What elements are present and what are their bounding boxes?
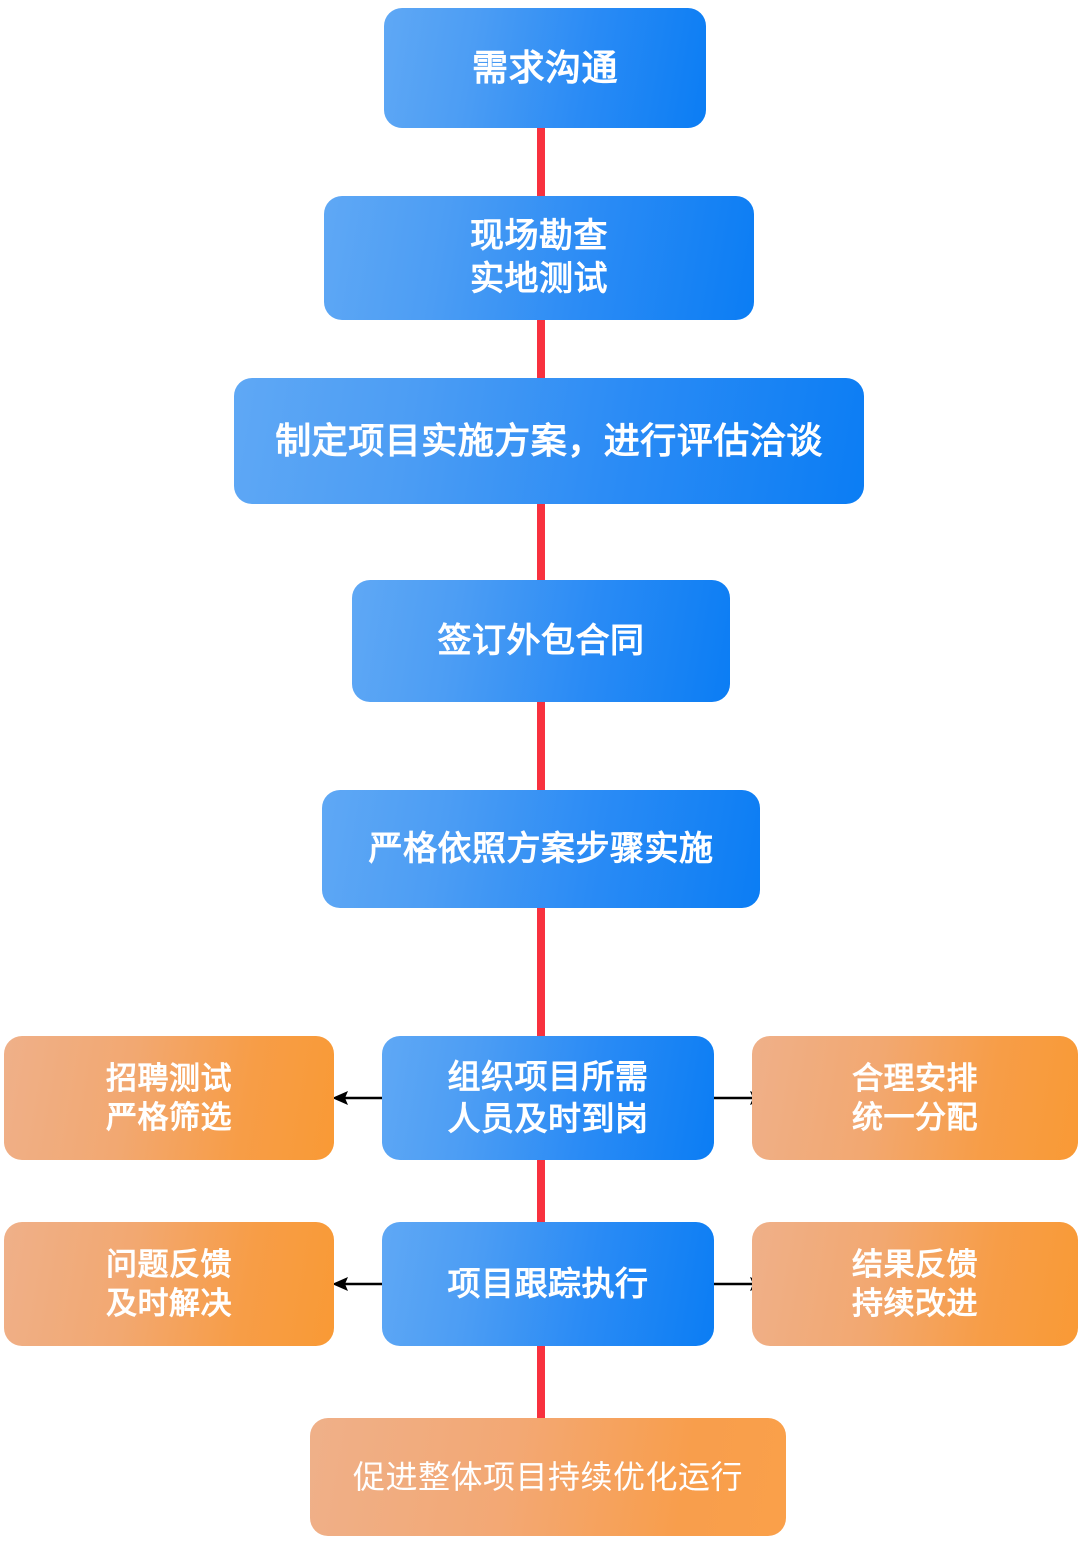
arrow-left-staff [330, 1087, 388, 1109]
connector-spine-3 [537, 500, 545, 584]
connector-spine-6 [537, 1155, 545, 1227]
node-sign-contract[interactable]: 签订外包合同 [352, 580, 730, 702]
connector-spine-7 [537, 1340, 545, 1422]
branch-issue-feedback[interactable]: 问题反馈 及时解决 [4, 1222, 334, 1346]
node-staff-onboarding[interactable]: 组织项目所需 人员及时到岗 [382, 1036, 714, 1160]
branch-recruitment-screening[interactable]: 招聘测试 严格筛选 [4, 1036, 334, 1160]
node-requirement-communication[interactable]: 需求沟通 [384, 8, 706, 128]
connector-spine-1 [537, 120, 545, 206]
node-site-survey[interactable]: 现场勘查 实地测试 [324, 196, 754, 320]
node-continuous-optimization[interactable]: 促进整体项目持续优化运行 [310, 1418, 786, 1536]
arrow-left-tracking [330, 1273, 388, 1295]
branch-reasonable-arrangement[interactable]: 合理安排 统一分配 [752, 1036, 1078, 1160]
node-strict-execution[interactable]: 严格依照方案步骤实施 [322, 790, 760, 908]
connector-spine-2 [537, 318, 545, 386]
connector-spine-4 [537, 698, 545, 794]
connector-spine-5 [537, 904, 545, 1040]
node-project-tracking[interactable]: 项目跟踪执行 [382, 1222, 714, 1346]
node-implementation-plan[interactable]: 制定项目实施方案，进行评估洽谈 [234, 378, 864, 504]
branch-result-feedback[interactable]: 结果反馈 持续改进 [752, 1222, 1078, 1346]
